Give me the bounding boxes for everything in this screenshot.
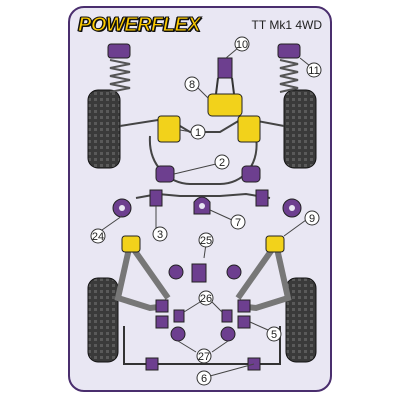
svg-text:24: 24 [92,231,104,243]
bush-1-left [157,115,181,143]
powerflex-logo: POWERFLEX [77,14,201,37]
rear-left-spring [109,59,131,93]
callout-25 [198,232,214,248]
callout-2 [214,154,230,170]
callouts: 1 2 3 5 6 7 8 9 10 [90,36,322,386]
svg-text:26: 26 [200,293,212,305]
callout-6 [196,370,212,386]
callout-27 [196,348,212,364]
model-label: TT Mk1 4WD [251,18,322,32]
rear-left-top-mount [107,43,131,59]
callout-1 [190,124,206,140]
bush-1-right [237,115,261,143]
svg-text:10: 10 [236,39,248,51]
rear-right-tyre [283,89,317,169]
svg-text:7: 7 [235,217,241,229]
bush-26-right-upper [237,299,251,313]
front-right-wishbone [235,242,292,312]
rear-left-tyre [87,89,121,169]
callout-5 [266,326,282,342]
front-left-tyre [87,277,119,363]
callout-11 [306,62,322,78]
svg-text:8: 8 [189,79,195,91]
callout-10 [234,36,250,52]
diff-mount-stem [215,77,235,95]
bush-26-left-upper [155,299,169,313]
callout-8 [184,76,200,92]
bush-26-right-inner [221,309,233,323]
callout-3 [152,226,168,242]
svg-text:9: 9 [309,213,315,225]
svg-text:25: 25 [200,235,212,247]
callout-9 [304,210,320,226]
front-anti-roll-bar [123,326,281,365]
callout-26 [198,290,214,306]
rear-right-top-mount [277,43,301,59]
svg-text:11: 11 [308,65,319,77]
callout-7 [230,214,246,230]
callout-24 [90,228,106,244]
suspension-diagram: 1 2 3 5 6 7 8 9 10 [87,36,322,386]
bush-6-left [145,357,159,371]
front-left-wishbone [114,242,171,312]
bush-9-right-yellow [265,235,285,253]
bush-2-right [241,165,261,183]
svg-text:2: 2 [219,157,225,169]
diff-mount-bush [207,93,243,117]
bush-25-left [168,264,184,280]
bush-25-right [226,264,242,280]
svg-text:5: 5 [271,329,277,341]
bush-27-right [220,326,236,342]
bush-26-left-lower [155,315,169,329]
front-right-tyre [285,277,317,363]
svg-text:1: 1 [195,127,201,139]
bush-26-left-inner [173,309,185,323]
diff-mount-top [217,57,233,79]
bush-3-right [255,189,269,207]
bush-25-center [191,263,207,283]
svg-text:3: 3 [157,229,163,241]
rear-trailing-arm [148,135,258,185]
bush-9-left-yellow [121,235,141,253]
bush-2-left [155,165,175,183]
bush-27-left [170,326,186,342]
bush-3-left [149,189,163,207]
rear-right-spring [279,59,299,93]
bush-26-right-lower [237,315,251,329]
svg-text:27: 27 [198,351,210,363]
diagram-card: POWERFLEX TT Mk1 4WD [68,6,332,392]
svg-text:6: 6 [201,373,207,385]
